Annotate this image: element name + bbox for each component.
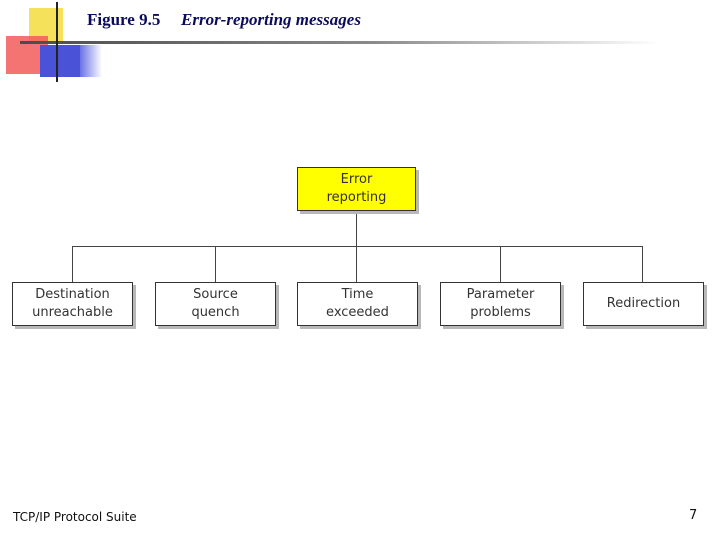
decorative-blue-gradient xyxy=(80,45,102,77)
header-vertical-rule xyxy=(56,2,58,82)
connector-drop xyxy=(500,246,501,282)
footer-title: TCP/IP Protocol Suite xyxy=(13,510,137,524)
parameter-problems-node: Parameter problems xyxy=(440,282,561,326)
source-quench-node: Source quench xyxy=(155,282,276,326)
figure-label: Figure 9.5 xyxy=(87,10,161,29)
time-exceeded-node: Time exceeded xyxy=(297,282,418,326)
connector-trunk xyxy=(356,211,357,247)
connector-bus xyxy=(72,246,643,247)
connector-drop xyxy=(356,246,357,282)
header-rule xyxy=(20,41,660,44)
connector-drop xyxy=(72,246,73,282)
figure-title: Error-reporting messages xyxy=(181,10,361,29)
page-number: 7 xyxy=(689,508,698,523)
connector-drop xyxy=(642,246,643,282)
destination-unreachable-node: Destination unreachable xyxy=(12,282,133,326)
decorative-blue-square xyxy=(40,45,80,77)
connector-drop xyxy=(215,246,216,282)
error-reporting-root-node: Error reporting xyxy=(297,167,416,211)
redirection-node: Redirection xyxy=(583,282,704,326)
